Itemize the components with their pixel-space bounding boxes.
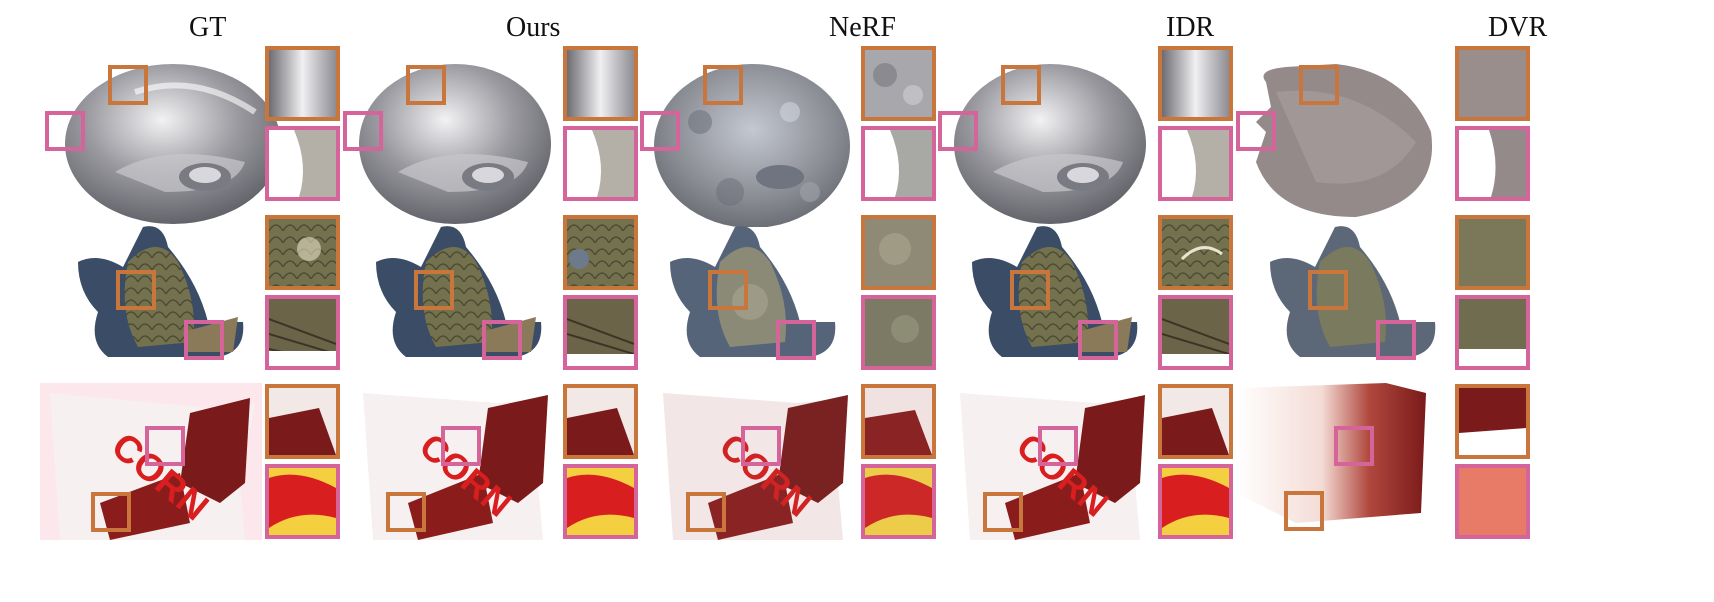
corn-nerf-render: CORN: [658, 383, 853, 540]
column-title-ours: Ours: [506, 12, 561, 43]
fish-nerf-render: [660, 222, 840, 364]
fish-dvr-render: [1260, 222, 1440, 364]
fish-dvr-inset-bottom: [1455, 295, 1530, 370]
fish-idr-inset-top: [1158, 215, 1233, 290]
mouse-idr-inset-top: [1158, 46, 1233, 121]
mouse-gt-inset-top: [265, 46, 340, 121]
corn-dvr-render: [1236, 383, 1446, 540]
mouse-ours-inset-bottom: [563, 126, 638, 201]
fish-nerf-inset-bottom: [861, 295, 936, 370]
fish-dvr-inset-top: [1455, 215, 1530, 290]
mouse-dvr-inset-top: [1455, 46, 1530, 121]
corn-gt-inset-top: [265, 384, 340, 459]
corn-gt-inset-bottom: [265, 464, 340, 539]
corn-ours-inset-bottom: [563, 464, 638, 539]
mouse-dvr-inset-bottom: [1455, 126, 1530, 201]
column-title-gt: GT: [189, 12, 227, 43]
corn-ours-render: CORN: [358, 383, 553, 540]
fish-ours-render: [366, 222, 546, 364]
fish-gt-render: [68, 222, 248, 364]
mouse-nerf-inset-bottom: [861, 126, 936, 201]
corn-idr-inset-bottom: [1158, 464, 1233, 539]
corn-dvr-inset-bottom: [1455, 464, 1530, 539]
corn-gt-render: CORN: [40, 383, 262, 540]
fish-idr-inset-bottom: [1158, 295, 1233, 370]
mouse-idr-inset-bottom: [1158, 126, 1233, 201]
mouse-gt-inset-bottom: [265, 126, 340, 201]
mouse-dvr-render: [1236, 52, 1446, 227]
corn-idr-render: CORN: [955, 383, 1150, 540]
mouse-gt-render: [45, 52, 285, 227]
mouse-nerf-inset-top: [861, 46, 936, 121]
fish-gt-inset-bottom: [265, 295, 340, 370]
corn-dvr-inset-top: [1455, 384, 1530, 459]
column-title-nerf: NeRF: [829, 12, 896, 43]
corn-nerf-inset-bottom: [861, 464, 936, 539]
column-title-idr: IDR: [1166, 12, 1215, 43]
fish-nerf-inset-top: [861, 215, 936, 290]
mouse-idr-render: [938, 52, 1148, 227]
fish-gt-inset-top: [265, 215, 340, 290]
corn-nerf-inset-top: [861, 384, 936, 459]
fish-idr-render: [962, 222, 1142, 364]
fish-ours-inset-top: [563, 215, 638, 290]
corn-ours-inset-top: [563, 384, 638, 459]
mouse-ours-render: [343, 52, 553, 227]
mouse-ours-inset-top: [563, 46, 638, 121]
mouse-nerf-render: [640, 52, 850, 227]
corn-idr-inset-top: [1158, 384, 1233, 459]
fish-ours-inset-bottom: [563, 295, 638, 370]
column-title-dvr: DVR: [1488, 12, 1548, 43]
